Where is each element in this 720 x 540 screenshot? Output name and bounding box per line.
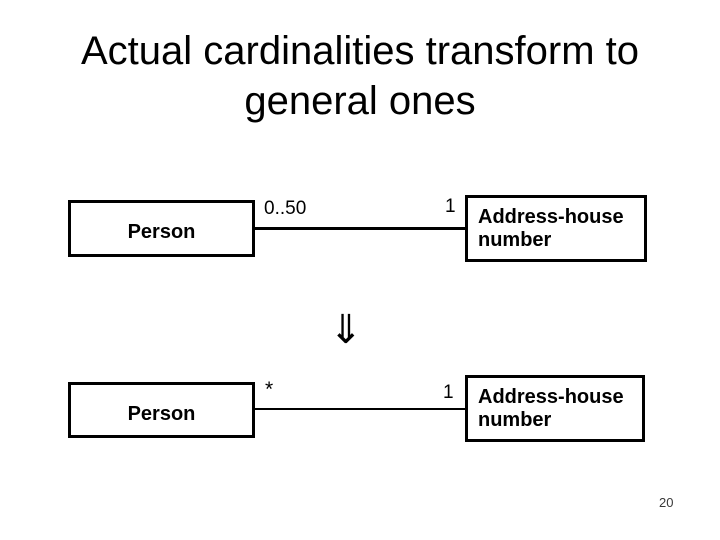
association-line-top [255,227,465,230]
address-box-top-label: Address-house number [478,206,624,252]
address-box-bottom: Address-house number [465,375,645,442]
slide-title-line1: Actual cardinalities transform to [80,29,639,73]
slide-title-line2: general ones [244,79,476,123]
person-box-bottom-label: Person [127,402,196,425]
cardinality-bottom-right: 1 [443,382,454,403]
cardinality-bottom-left: * [265,378,274,401]
address-box-top-label-line1: Address-house [478,205,624,228]
association-line-bottom [255,408,465,410]
address-box-top: Address-house number [465,195,647,262]
address-box-bottom-label-line1: Address-house [478,385,624,408]
person-box-bottom: Person [68,382,255,438]
person-box-top-label: Person [127,221,196,243]
address-box-top-label-line2: number [478,228,552,251]
double-down-arrow-icon: ⇓ [329,308,363,352]
slide-title: Actual cardinalities transform to genera… [10,26,710,126]
cardinality-top-left: 0..50 [264,198,307,219]
address-box-bottom-label: Address-house number [478,386,624,432]
person-box-top: Person [68,200,255,257]
page-number: 20 [659,495,674,510]
address-box-bottom-label-line2: number [478,408,552,431]
cardinality-top-right: 1 [445,196,456,217]
